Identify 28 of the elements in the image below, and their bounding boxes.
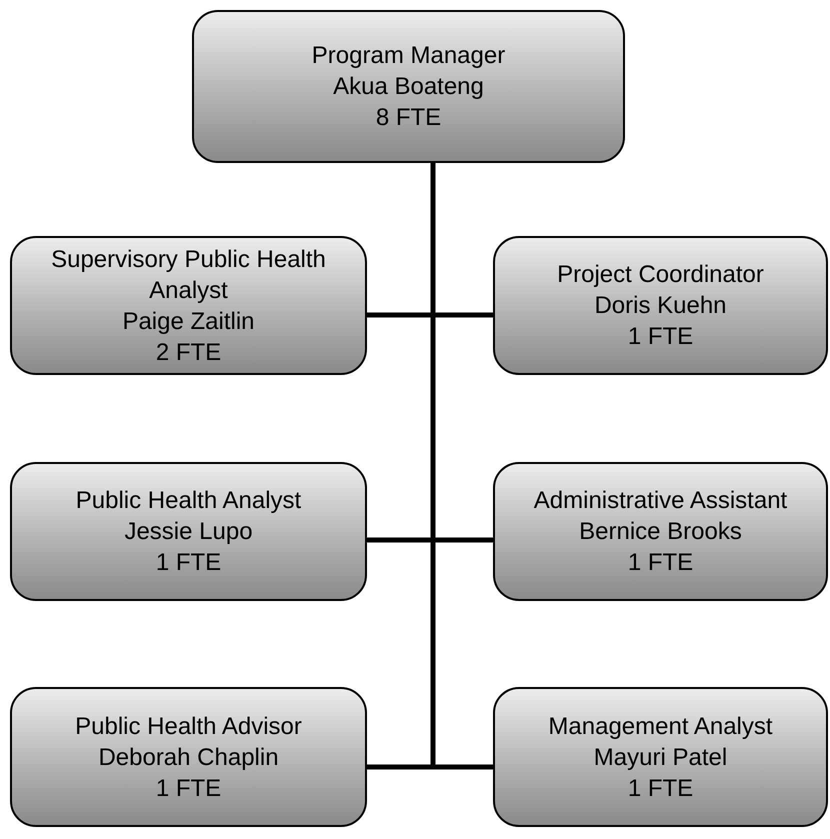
role-title: Administrative Assistant — [534, 486, 788, 516]
role-text: 1 FTE — [156, 548, 222, 578]
role-title: Supervisory Public Health Analyst — [50, 244, 327, 306]
role-text: 8 FTE — [376, 103, 442, 133]
role-box — [10, 687, 367, 827]
role-text: 1 FTE — [628, 774, 694, 804]
role-text: Mayuri Patel — [594, 742, 728, 772]
role-box — [493, 462, 828, 601]
role-text: 2 FTE — [156, 338, 222, 368]
role-text: Doris Kuehn — [594, 291, 727, 321]
role-text: 1 FTE — [628, 322, 694, 352]
role-title: Public Health Advisor — [75, 712, 302, 742]
role-box — [192, 10, 625, 163]
role-title: Management Analyst — [548, 712, 773, 742]
role-title: Project Coordinator — [557, 260, 764, 290]
role-text: Jessie Lupo — [124, 517, 253, 547]
role-text: 1 FTE — [156, 774, 222, 804]
role-text: Bernice Brooks — [579, 517, 742, 547]
role-title: Program Manager — [312, 41, 506, 71]
role-text: Deborah Chaplin — [98, 742, 279, 772]
role-text: 1 FTE — [628, 548, 694, 578]
role-box — [493, 687, 828, 827]
role-box — [10, 236, 367, 375]
role-title: Public Health Analyst — [76, 486, 302, 516]
role-box — [10, 462, 367, 601]
role-box — [493, 236, 828, 375]
role-text: Paige Zaitlin — [122, 306, 255, 336]
role-text: Akua Boateng — [333, 72, 484, 102]
